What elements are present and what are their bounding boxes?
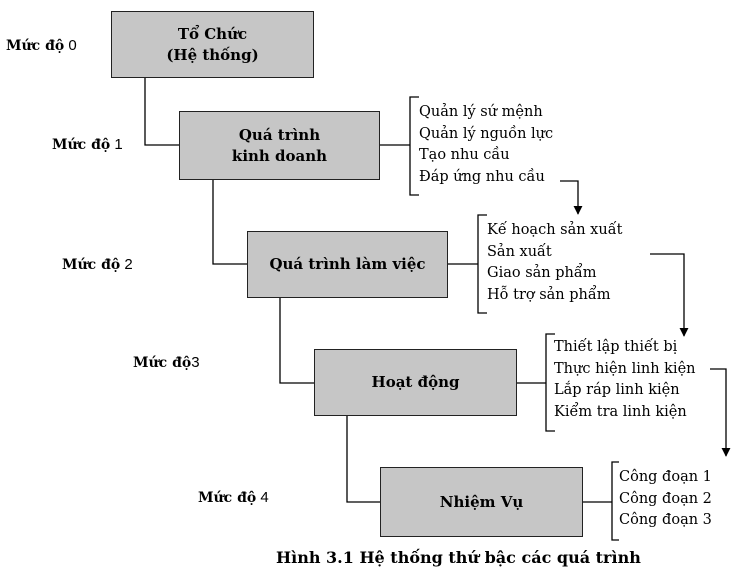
list-item: Thiết lập thiết bị: [554, 339, 678, 355]
list-item: Tạo nhu cầu: [419, 147, 510, 163]
box-nhiem-vu-line1: Nhiệm Vụ: [439, 492, 524, 511]
bracket-list1: [409, 96, 419, 196]
list-hoat-dong: Thiết lập thiết bị Thực hiện linh kiện L…: [554, 337, 696, 423]
arrow-list3-list4: [710, 368, 731, 457]
box-kinh-doanh-line2: kinh doanh: [231, 146, 328, 165]
list-item: Kế hoạch sản xuất: [487, 222, 623, 238]
list-item: Hỗ trợ sản phẩm: [487, 286, 611, 303]
list-item: Công đoạn 3: [619, 512, 712, 528]
box-qua-trinh-kinh-doanh: Quá trình kinh doanh: [179, 111, 380, 180]
level-label-4: Mức độ 4: [198, 489, 269, 506]
level-label-0: Mức độ 0: [6, 37, 77, 54]
box-qua-trinh-lam-viec: Quá trình làm việc: [247, 231, 448, 298]
connector-0-1: [144, 78, 179, 146]
list-item: Quản lý sứ mệnh: [419, 104, 543, 120]
figure-caption: Hình 3.1 Hệ thống thứ bậc các quá trình: [276, 548, 641, 567]
box-to-chuc: Tổ Chức (Hệ thống): [111, 11, 314, 78]
list-item: Công đoạn 2: [619, 490, 712, 507]
box-hoat-dong-line1: Hoạt động: [371, 373, 460, 391]
box-nhiem-vu: Nhiệm Vụ: [380, 467, 583, 537]
level-label-2: Mức độ 2: [62, 256, 133, 273]
list-item: Sản xuất: [487, 243, 552, 260]
box-to-chuc-line2: (Hệ thống): [166, 45, 259, 64]
list-item: Thực hiện linh kiện: [554, 360, 696, 377]
bracket-list4: [611, 461, 619, 541]
connector-3-4: [346, 416, 380, 503]
box-hoat-dong: Hoạt động: [314, 349, 517, 416]
list-kinh-doanh: Quản lý sứ mệnh Quản lý nguồn lực Tạo nh…: [419, 102, 553, 188]
list-nhiem-vu: Công đoạn 1 Công đoạn 2 Công đoạn 3: [619, 467, 712, 532]
list-item: Công đoạn 1: [619, 469, 712, 485]
list-item: Quản lý nguồn lực: [419, 125, 554, 142]
level-label-3: Mức độ3: [133, 354, 200, 371]
connector-2-3: [279, 298, 314, 384]
bracket-list3: [545, 333, 555, 432]
level-label-1: Mức độ 1: [52, 136, 123, 153]
arrow-list1-list2: [560, 180, 583, 215]
connector-1-2: [212, 180, 247, 265]
box-lam-viec-line1: Quá trình làm việc: [269, 255, 426, 273]
box-kinh-doanh-line1: Quá trình: [238, 125, 321, 144]
list-lam-viec: Kế hoạch sản xuất Sản xuất Giao sản phẩm…: [487, 220, 622, 306]
bracket-list2: [477, 214, 487, 314]
list-item: Kiểm tra linh kiện: [554, 403, 687, 420]
list-item: Giao sản phẩm: [487, 265, 597, 281]
list-item: Đáp ứng nhu cầu: [419, 168, 545, 185]
arrow-list2-list3: [650, 253, 689, 337]
list-item: Lắp ráp linh kiện: [554, 382, 680, 398]
box-to-chuc-line1: Tổ Chức: [177, 24, 248, 43]
